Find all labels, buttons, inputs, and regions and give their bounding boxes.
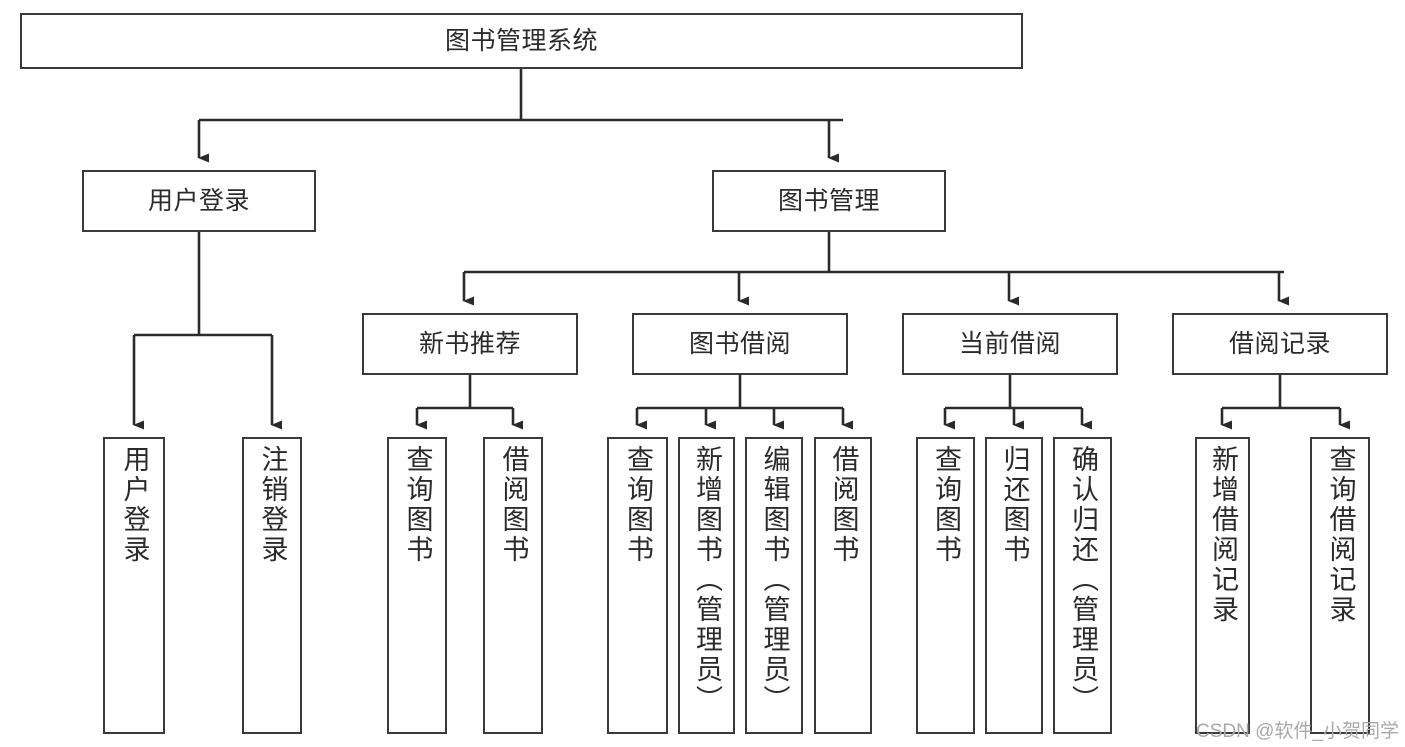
node-leaf-query-book-current-label: 查询图书 (931, 445, 961, 565)
node-root[interactable]: 图书管理系统 (20, 13, 1023, 69)
node-user-login[interactable]: 用户登录 (82, 170, 316, 232)
node-root-label: 图书管理系统 (444, 26, 598, 55)
node-leaf-user-login[interactable]: 用户登录 (103, 437, 165, 734)
node-leaf-add-borrow-record[interactable]: 新增借阅记录 (1195, 437, 1250, 734)
node-leaf-borrow-book-rec[interactable]: 借阅图书 (483, 437, 543, 734)
node-leaf-borrow-book[interactable]: 借阅图书 (814, 437, 872, 734)
node-user-login-label: 用户登录 (147, 186, 250, 215)
node-leaf-query-book-current[interactable]: 查询图书 (916, 437, 975, 734)
node-leaf-user-logout-label: 注销登录 (257, 445, 288, 565)
node-book-manage[interactable]: 图书管理 (712, 170, 946, 232)
node-leaf-return-book[interactable]: 归还图书 (985, 437, 1043, 734)
node-book-borrow-label: 图书借阅 (688, 329, 791, 358)
node-leaf-query-book-borrow-label: 查询图书 (623, 445, 653, 565)
node-leaf-add-borrow-record-label: 新增借阅记录 (1208, 445, 1238, 625)
node-leaf-add-book-label: 新增图书（管理员） (692, 445, 722, 715)
node-borrow-record[interactable]: 借阅记录 (1172, 313, 1388, 375)
node-leaf-borrow-book-label: 借阅图书 (828, 445, 859, 565)
node-leaf-query-borrow-record-label: 查询借阅记录 (1325, 445, 1356, 625)
node-leaf-edit-book[interactable]: 编辑图书（管理员） (745, 437, 803, 734)
node-current-borrow[interactable]: 当前借阅 (902, 313, 1118, 375)
node-leaf-query-book-borrow[interactable]: 查询图书 (607, 437, 668, 734)
node-leaf-return-book-label: 归还图书 (999, 445, 1030, 565)
node-leaf-user-logout[interactable]: 注销登录 (242, 437, 302, 734)
node-leaf-borrow-book-rec-label: 借阅图书 (498, 445, 529, 565)
node-leaf-user-login-label: 用户登录 (119, 445, 150, 565)
node-leaf-query-book-rec-label: 查询图书 (402, 445, 433, 565)
node-borrow-record-label: 借阅记录 (1228, 329, 1331, 358)
node-leaf-confirm-return[interactable]: 确认归还（管理员） (1053, 437, 1112, 734)
node-leaf-edit-book-label: 编辑图书（管理员） (759, 445, 790, 715)
node-leaf-add-book[interactable]: 新增图书（管理员） (678, 437, 735, 734)
node-current-borrow-label: 当前借阅 (958, 329, 1061, 358)
node-book-borrow[interactable]: 图书借阅 (632, 313, 848, 375)
node-leaf-query-book-rec[interactable]: 查询图书 (387, 437, 447, 734)
node-leaf-query-borrow-record[interactable]: 查询借阅记录 (1310, 437, 1370, 734)
node-leaf-confirm-return-label: 确认归还（管理员） (1068, 445, 1098, 715)
node-book-manage-label: 图书管理 (777, 186, 880, 215)
node-new-book-recommend[interactable]: 新书推荐 (362, 313, 578, 375)
node-new-book-recommend-label: 新书推荐 (418, 329, 521, 358)
